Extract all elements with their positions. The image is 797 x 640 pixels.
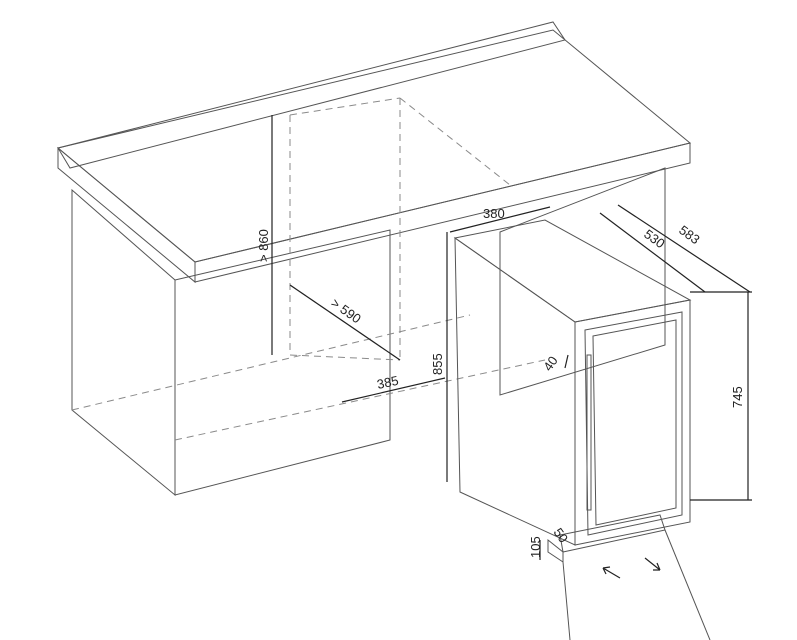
dim-niche-depth: > 590	[328, 295, 364, 326]
left-cabinet	[71, 188, 391, 497]
dim-niche-width: 385	[376, 373, 400, 392]
dim-plinth-height: 105	[528, 536, 543, 558]
wine-cooler	[453, 219, 711, 640]
dim-cabinet-height: 745	[730, 386, 745, 408]
plinth	[559, 514, 666, 553]
dim-door-gap: 40	[540, 353, 561, 373]
dimension-lines	[271, 115, 752, 560]
door-handle	[586, 354, 592, 511]
dim-niche-height: > 860	[256, 229, 271, 262]
right-cabinet	[499, 167, 666, 396]
dim-depth-with-door: 583	[676, 222, 702, 247]
dim-appliance-width: 380	[483, 206, 505, 221]
ventilation-arrows	[602, 557, 661, 579]
countertop	[56, 21, 692, 284]
dim-plinth-setback: 50	[551, 525, 572, 545]
dim-appliance-height: 855	[430, 353, 445, 375]
